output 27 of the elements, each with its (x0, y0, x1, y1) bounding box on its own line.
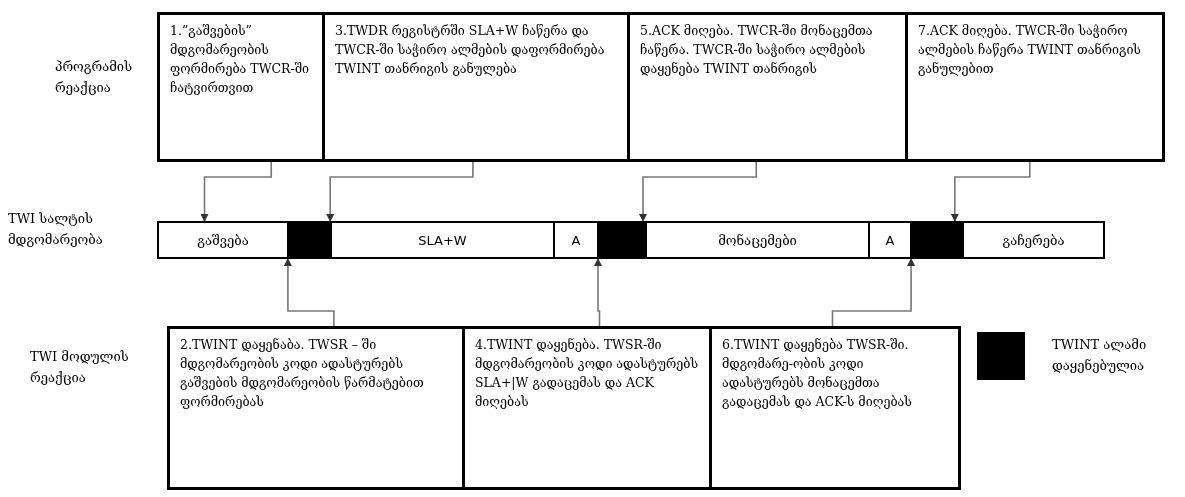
bus-state-segment: A (553, 221, 599, 259)
arrow (283, 258, 335, 327)
step-box: 1.”გაშვების” მდგომარეობის ფორმირება TWCR-ში ჩატვირთვით (157, 12, 325, 162)
legend-label: TWINT ალამი დაყენებულია (1052, 336, 1148, 375)
arrow (594, 258, 602, 327)
step-box: 5.ACK მიღება. TWCR-ში მონაცემთა ჩაწერა. TWCR-ში საჭირო ალმების დაყენება TWINT თანრიგის (627, 12, 908, 162)
bus-state-segment: A (868, 221, 912, 259)
row-label: პროგრამის რეაქცია (55, 58, 134, 97)
arrow (200, 161, 273, 222)
arrow (950, 161, 1031, 222)
twint-flag-bar (287, 221, 332, 259)
row-label: TWI სალტის მდგომარეობა (8, 210, 104, 249)
arrow (831, 258, 916, 327)
step-box: 2.TWINT დაყენაბა. TWSR – ში მდგომარეობის კოდი ადასტურებს გაშვების მდგომარეობის წარმატებით ფორმირებას (167, 326, 465, 490)
arrow (326, 161, 474, 222)
bus-state-segment: SLA+W (330, 221, 555, 259)
step-box: 3.TWDR რეგისტრში SLA+W ჩაწერა და TWCR-ში საჭირო ალმების დაფორმირება TWINT თანრიგის განულება (322, 12, 630, 162)
twint-flag-bar (910, 221, 964, 259)
bus-state-segment: გაშვება (157, 221, 289, 259)
bus-state-segment: გაჩერება (962, 221, 1105, 259)
twint-flag-bar (597, 221, 647, 259)
step-box: 7.ACK მიღება. TWCR-ში საჭირო ალმების ჩაწერა TWINT თანრიგის განულებით (905, 12, 1165, 162)
bus-state-segment: მონაცემები (645, 221, 870, 259)
arrow (639, 161, 758, 222)
step-box: 6.TWINT დაყენება TWSR-ში. მდგომარე-ობის კოდი ადასტურებს მონაცემთა გადაცემას და ACK-ს მიღებას (709, 326, 961, 490)
step-box: 4.TWINT დაყენება. TWSR-ში მდგომარეობის კოდი ადასტურებს SLA+|W გადაცემას და ACK მიღებას (462, 326, 712, 490)
row-label: TWI მოდულის რეაქცია (30, 348, 130, 387)
